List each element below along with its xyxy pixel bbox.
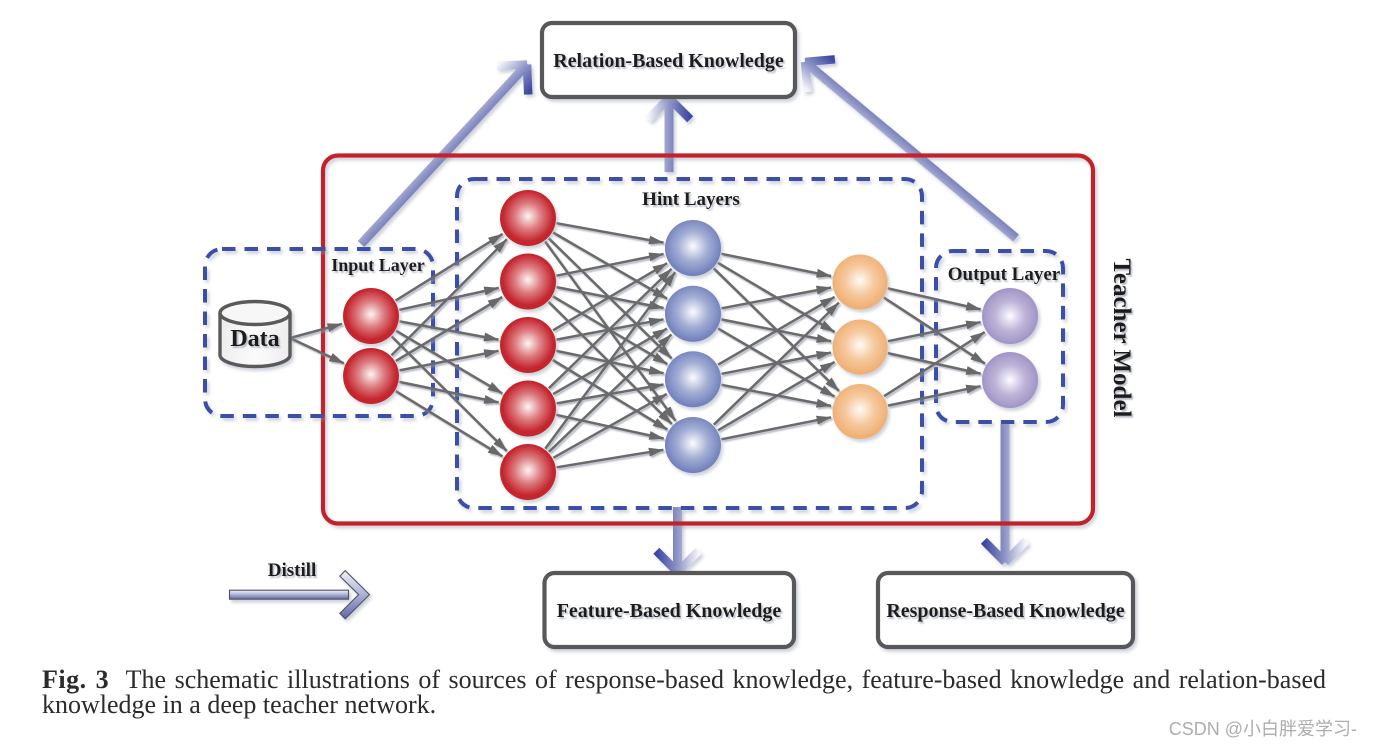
svg-text:Data: Data [230, 326, 279, 352]
svg-text:Feature-Based Knowledge: Feature-Based Knowledge [557, 600, 782, 622]
svg-text:Output Layer: Output Layer [948, 264, 1061, 285]
svg-text:Relation-Based Knowledge: Relation-Based Knowledge [553, 50, 784, 72]
svg-text:Hint Layers: Hint Layers [642, 189, 740, 210]
svg-text:Teacher Model: Teacher Model [1108, 258, 1135, 417]
svg-text:Input Layer: Input Layer [331, 255, 425, 275]
svg-text:Distill: Distill [268, 560, 317, 581]
svg-text:Response-Based Knowledge: Response-Based Knowledge [886, 600, 1124, 622]
